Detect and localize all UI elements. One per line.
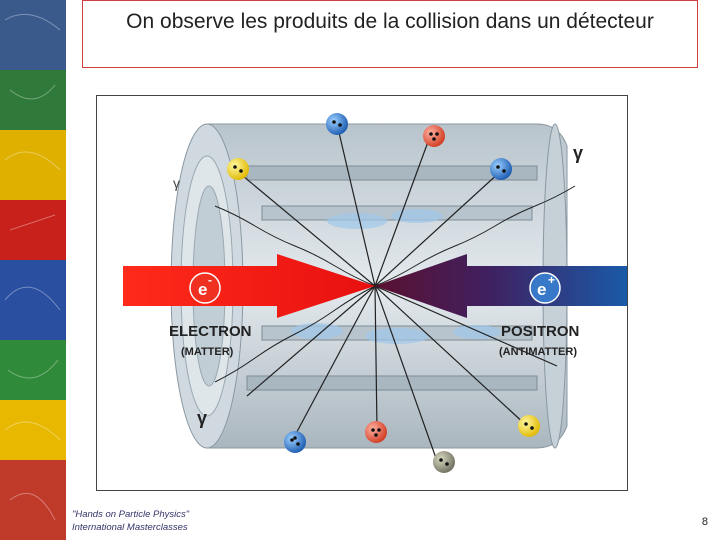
footer-line-2: International Masterclasses xyxy=(72,521,189,534)
electron-sign: - xyxy=(208,273,212,287)
decorative-sidebar xyxy=(0,0,66,540)
electron-sublabel: (MATTER) xyxy=(181,346,234,358)
detector-figure: e - e + γ γ xyxy=(96,95,628,491)
electron-label: ELECTRON xyxy=(169,323,252,340)
electron-symbol: e xyxy=(198,280,207,299)
page-number: 8 xyxy=(702,516,708,528)
footer-credit: "Hands on Particle Physics" Internationa… xyxy=(72,508,189,534)
gamma-label-top-right: γ xyxy=(573,143,583,163)
gamma-label-bottom-left: γ xyxy=(197,408,207,428)
positron-symbol: e xyxy=(537,280,546,299)
positron-sublabel: (ANTIMATTER) xyxy=(499,346,577,358)
slide-title: On observe les produits de la collision … xyxy=(82,0,698,68)
footer-line-1: "Hands on Particle Physics" xyxy=(72,508,189,521)
positron-label: POSITRON xyxy=(501,323,579,340)
gamma-label-top-left: γ xyxy=(173,175,180,191)
positron-sign: + xyxy=(548,273,555,287)
